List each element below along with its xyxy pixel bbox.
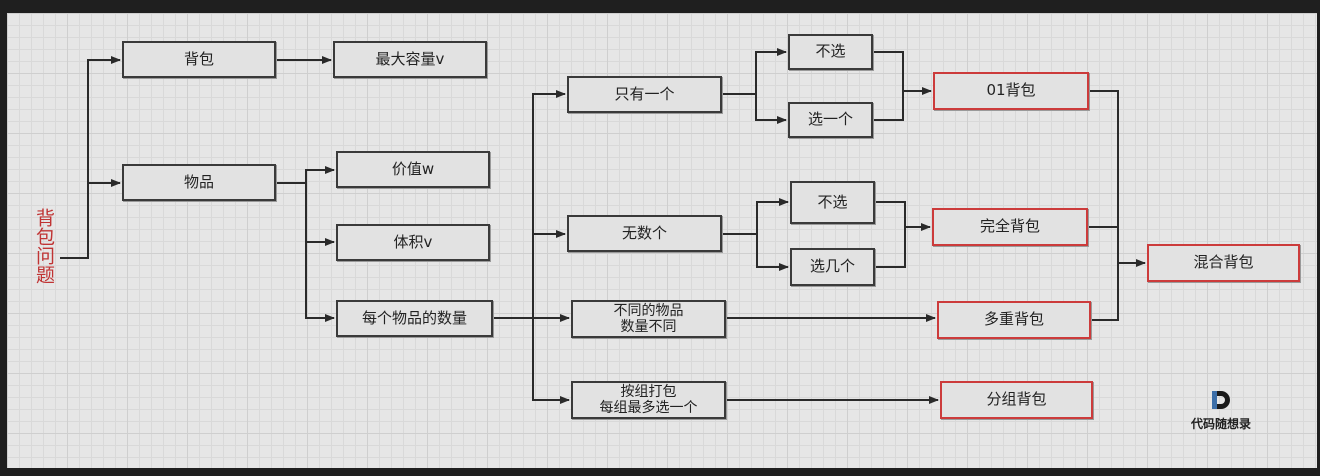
- node-beibao[interactable]: 背包: [122, 41, 276, 78]
- node-mixed-knapsack[interactable]: 混合背包: [1147, 244, 1300, 282]
- node-only-one[interactable]: 只有一个: [567, 76, 722, 113]
- node-max-capacity[interactable]: 最大容量v: [333, 41, 487, 78]
- node-choose-several[interactable]: 选几个: [790, 248, 875, 286]
- edge-choosesome-complete: [875, 227, 906, 268]
- node-not-choose-1[interactable]: 不选: [788, 34, 873, 70]
- logo: 代码随想录: [1178, 389, 1264, 433]
- edge-root-beibao: [60, 56, 121, 259]
- node-multiple-knapsack[interactable]: 多重背包: [937, 301, 1091, 339]
- edge-only-chooseone: [755, 94, 787, 124]
- edge-multiple-mixed: [1091, 263, 1119, 321]
- edge-wupin-volume: [305, 183, 335, 246]
- node-01-knapsack[interactable]: 01背包: [933, 72, 1089, 110]
- edge-only-notchoose: [722, 48, 787, 95]
- edge-count-grouped: [532, 318, 570, 404]
- edge-unlimited-notchoose: [722, 198, 789, 235]
- edge-01-mixed: [1089, 90, 1146, 267]
- edge-chooseone-01: [873, 91, 904, 121]
- node-group-knapsack[interactable]: 分组背包: [940, 381, 1093, 419]
- node-item-count[interactable]: 每个物品的数量: [336, 300, 493, 337]
- node-complete-knapsack[interactable]: 完全背包: [932, 208, 1088, 246]
- node-choose-one[interactable]: 选一个: [788, 102, 873, 138]
- edge-notchoose2-complete: [875, 201, 931, 231]
- node-unlimited[interactable]: 无数个: [567, 215, 722, 252]
- logo-d-icon: [1212, 391, 1230, 409]
- node-grouped[interactable]: 按组打包 每组最多选一个: [571, 381, 726, 419]
- edge-unlimited-choosesome: [756, 234, 789, 271]
- edge-count-only: [493, 90, 566, 319]
- edge-wupin-count: [305, 242, 335, 322]
- node-wupin[interactable]: 物品: [122, 164, 276, 201]
- edge-wupin-value: [276, 166, 335, 184]
- edge-notchoose-01: [873, 51, 932, 95]
- node-value[interactable]: 价值w: [336, 151, 490, 188]
- node-different-items[interactable]: 不同的物品 数量不同: [571, 300, 726, 338]
- logo-text: 代码随想录: [1190, 417, 1251, 431]
- node-not-choose-2[interactable]: 不选: [790, 181, 875, 224]
- root-label-knapsack-problem: 背包问题: [33, 208, 55, 284]
- node-volume[interactable]: 体积v: [336, 224, 490, 261]
